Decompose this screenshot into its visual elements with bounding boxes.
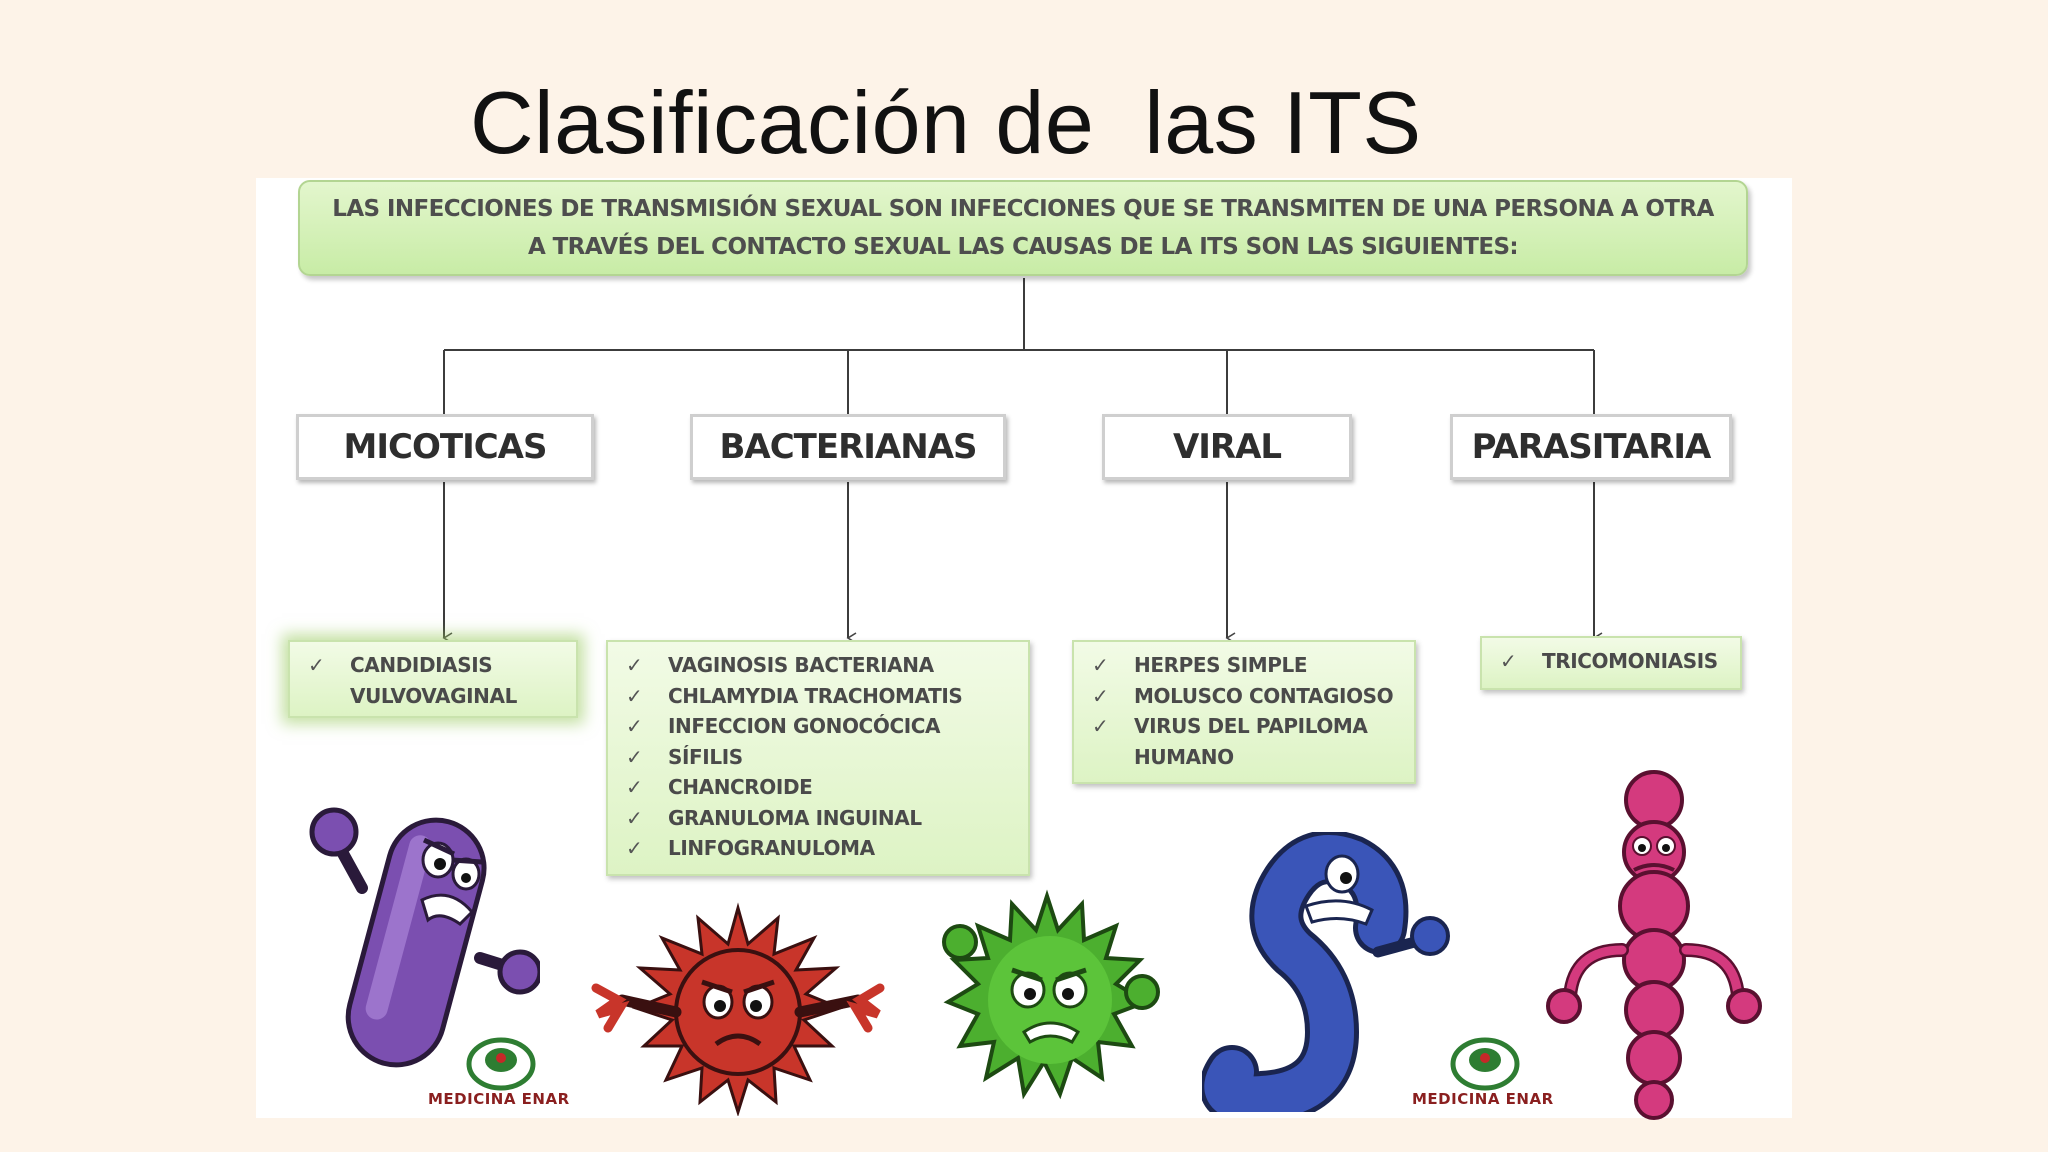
- virus-character-icon: [942, 889, 1160, 1100]
- fungus-character-icon: [309, 807, 540, 1068]
- logo-text: MEDICINA ENAR: [1412, 1090, 1554, 1108]
- category-viral: VIRAL: [1102, 414, 1352, 480]
- list-item: CANDIDIASIS: [308, 650, 564, 681]
- medicina-enar-logo-icon: [466, 1037, 536, 1091]
- list-viral: HERPES SIMPLE MOLUSCO CONTAGIOSO VIRUS D…: [1072, 640, 1416, 784]
- category-label: VIRAL: [1172, 427, 1282, 467]
- list-item: VIRUS DEL PAPILOMA: [1092, 711, 1402, 742]
- list-bacterianas: VAGINOSIS BACTERIANA CHLAMYDIA TRACHOMAT…: [606, 640, 1030, 876]
- list-item: GRANULOMA INGUINAL: [626, 803, 1016, 834]
- list-item: LINFOGRANULOMA: [626, 833, 1016, 864]
- medicina-enar-logo-icon: [1450, 1037, 1520, 1091]
- list-item: SÍFILIS: [626, 742, 1016, 773]
- diagram-panel: LAS INFECCIONES DE TRANSMISIÓN SEXUAL SO…: [256, 178, 1792, 1120]
- list-item: INFECCION GONOCÓCICA: [626, 711, 1016, 742]
- list-item: CHANCROIDE: [626, 772, 1016, 803]
- category-label: MICOTICAS: [343, 427, 548, 467]
- list-item: HUMANO: [1134, 744, 1234, 769]
- category-label: PARASITARIA: [1471, 427, 1712, 467]
- slide-title: Clasificación de las ITS: [470, 73, 1422, 172]
- category-label: BACTERIANAS: [719, 427, 978, 467]
- list-item: VAGINOSIS BACTERIANA: [626, 650, 1016, 681]
- worm-character-icon: [1202, 832, 1450, 1112]
- intro-text: LAS INFECCIONES DE TRANSMISIÓN SEXUAL SO…: [332, 196, 1714, 260]
- bacteria-character-icon: [591, 902, 885, 1116]
- category-micoticas: MICOTICAS: [296, 414, 594, 480]
- list-item: TRICOMONIASIS: [1500, 646, 1728, 677]
- list-item: HERPES SIMPLE: [1092, 650, 1402, 681]
- parasite-character-icon: [1546, 770, 1762, 1120]
- list-item: VULVOVAGINAL: [350, 683, 517, 708]
- category-parasitaria: PARASITARIA: [1450, 414, 1732, 480]
- logo-text: MEDICINA ENAR: [428, 1090, 570, 1108]
- category-bacterianas: BACTERIANAS: [690, 414, 1006, 480]
- connector-lines: [442, 278, 1603, 644]
- list-item: MOLUSCO CONTAGIOSO: [1092, 681, 1402, 712]
- list-micoticas: CANDIDIASIS VULVOVAGINAL: [288, 640, 578, 718]
- list-item: CHLAMYDIA TRACHOMATIS: [626, 681, 1016, 712]
- intro-box: LAS INFECCIONES DE TRANSMISIÓN SEXUAL SO…: [298, 180, 1748, 276]
- list-parasitaria: TRICOMONIASIS: [1480, 636, 1742, 690]
